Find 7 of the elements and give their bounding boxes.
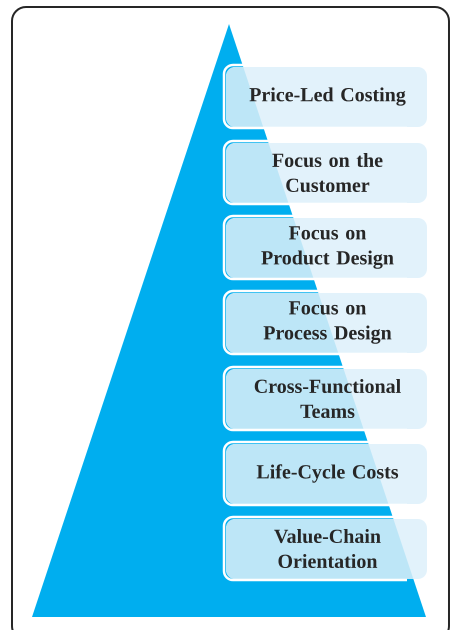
label-box: Focus on Process Design [222, 290, 427, 356]
label-box: Life-Cycle Costs [222, 440, 427, 506]
label-box: Focus on the Customer [222, 140, 427, 206]
label-box: Value-Chain Orientation [222, 516, 427, 582]
label-box: Price-Led Costing [222, 64, 427, 130]
label-box: Cross-Functional Teams [222, 366, 427, 432]
label-box: Focus on Product Design [222, 214, 427, 280]
